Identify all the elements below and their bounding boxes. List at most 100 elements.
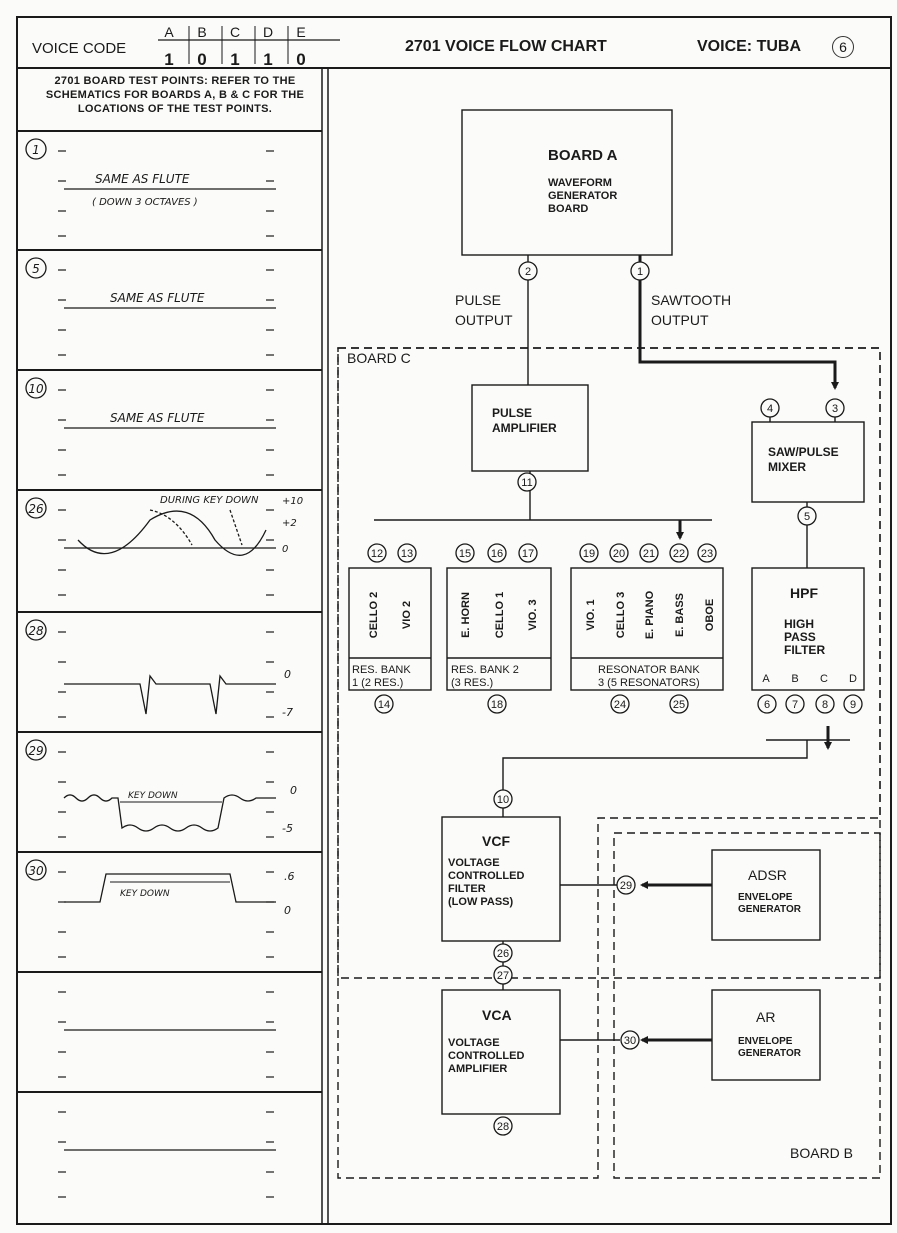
test-point-5: 5	[797, 506, 817, 526]
code-letter-b: B	[197, 24, 207, 40]
svg-text:30: 30	[624, 1035, 636, 1047]
svg-text:19: 19	[583, 548, 595, 560]
pulse-amp-label-line-1: AMPLIFIER	[492, 421, 557, 435]
row-note: SAME AS FLUTE	[110, 291, 205, 305]
row-note: SAME AS FLUTE	[110, 411, 205, 425]
res-bank-1-item-1: VIO 2	[401, 601, 413, 629]
row-level: -7	[282, 706, 293, 719]
vca-desc-line-0: VOLTAGE	[448, 1037, 500, 1049]
row-level: +2	[282, 518, 297, 529]
res-bank-2-box	[446, 567, 552, 691]
test-point-24: 24	[610, 694, 630, 714]
res-bank-2-item-2: VIO. 3	[527, 599, 539, 630]
row-tp-label: 10	[28, 382, 44, 396]
test-point-21: 21	[639, 543, 659, 563]
board-a-desc-line-0: WAVEFORM	[548, 177, 612, 189]
board-a-box	[461, 109, 673, 256]
test-point-row-5: 28 0 -7	[25, 619, 293, 719]
ar-desc-line-1: GENERATOR	[738, 1048, 802, 1059]
test-points-note: 2701 BOARD TEST POINTS: REFER TO THE SCH…	[45, 75, 305, 115]
test-point-9: 9	[843, 694, 863, 714]
svg-text:27: 27	[497, 970, 509, 982]
res-bank-2-item-0: E. HORN	[460, 592, 472, 638]
svg-text:12: 12	[371, 548, 383, 560]
pulse-output-label-line-1: OUTPUT	[455, 312, 513, 328]
row-level: .6	[284, 870, 295, 883]
ar-desc-line-0: ENVELOPE	[738, 1036, 793, 1047]
row-level: 0	[284, 668, 291, 681]
sawtooth-output-label-line-0: SAWTOOTH	[651, 292, 731, 308]
svg-text:15: 15	[459, 548, 471, 560]
row-tp-label: 26	[28, 502, 44, 516]
hpf-tap-C: C	[820, 673, 828, 685]
res-bank-3-item-1: CELLO 3	[615, 592, 627, 638]
svg-text:23: 23	[701, 548, 713, 560]
code-letter-e: E	[296, 24, 306, 40]
sawtooth-output-label-line-1: OUTPUT	[651, 312, 709, 328]
test-point-14: 14	[374, 694, 394, 714]
vcf-desc-line-2: FILTER	[448, 883, 486, 895]
row-tp-label: 1	[32, 143, 40, 157]
vcf-desc-line-1: CONTROLLED	[448, 870, 524, 882]
board-a-desc-line-2: BOARD	[548, 203, 588, 215]
res-bank-3-item-3: E. BASS	[674, 593, 686, 637]
board-a-desc-line-1: GENERATOR	[548, 190, 617, 202]
svg-text:2: 2	[525, 266, 531, 278]
row-tp-label: 28	[28, 624, 44, 638]
row-tp-label: 5	[32, 262, 40, 276]
vca-title: VCA	[482, 1007, 512, 1023]
svg-text:14: 14	[378, 699, 390, 711]
svg-text:28: 28	[497, 1121, 509, 1133]
test-point-16: 16	[487, 543, 507, 563]
svg-text:6: 6	[764, 699, 770, 711]
vcf-desc-line-0: VOLTAGE	[448, 857, 500, 869]
svg-text:25: 25	[673, 699, 685, 711]
hpf-desc-line-0: HIGH	[784, 617, 814, 631]
res-bank-1-label-line-1: 1 (2 RES.)	[352, 677, 403, 689]
adsr-box	[711, 849, 821, 941]
res-bank-1-box	[348, 567, 432, 691]
vcf-box	[441, 816, 561, 942]
svg-text:16: 16	[491, 548, 503, 560]
vca-desc-line-1: CONTROLLED	[448, 1050, 524, 1062]
board-b-label: BOARD B	[790, 1145, 853, 1161]
test-point-18: 18	[487, 694, 507, 714]
ar-box	[711, 989, 821, 1081]
res-bank-2-label-line-0: RES. BANK 2	[451, 664, 519, 676]
saw-pulse-mixer-box	[751, 421, 865, 503]
voice-label: VOICE: TUBA	[697, 38, 801, 55]
hpf-title: HPF	[790, 585, 818, 601]
mixer-label-line-0: SAW/PULSE	[768, 445, 839, 459]
test-point-11: 11	[517, 472, 537, 492]
row-level: +10	[282, 496, 303, 507]
svg-text:26: 26	[497, 948, 509, 960]
res-bank-3-item-2: E. PIANO	[644, 590, 656, 639]
row-level: 0	[290, 784, 297, 797]
code-value-c: 1	[230, 50, 240, 69]
row-level: 0	[282, 544, 288, 555]
test-point-row-8	[58, 991, 276, 1078]
res-bank-1-item-0: CELLO 2	[368, 592, 380, 638]
adsr-title: ADSR	[748, 867, 787, 883]
vcf-title: VCF	[482, 833, 510, 849]
code-value-b: 0	[197, 50, 207, 69]
res-bank-3-label-line-0: RESONATOR BANK	[598, 664, 700, 676]
test-point-17: 17	[518, 543, 538, 563]
hpf-desc-line-1: PASS	[784, 630, 816, 644]
adsr-desc-line-1: GENERATOR	[738, 904, 802, 915]
test-point-3: 3	[825, 398, 845, 418]
code-value-a: 1	[164, 50, 174, 69]
test-point-row-9	[58, 1111, 276, 1198]
pulse-amp-label-line-0: PULSE	[492, 406, 532, 420]
test-point-10: 10	[493, 789, 513, 809]
svg-text:17: 17	[522, 548, 534, 560]
test-point-23: 23	[697, 543, 717, 563]
code-letter-c: C	[229, 24, 241, 40]
code-value-e: 0	[296, 50, 306, 69]
